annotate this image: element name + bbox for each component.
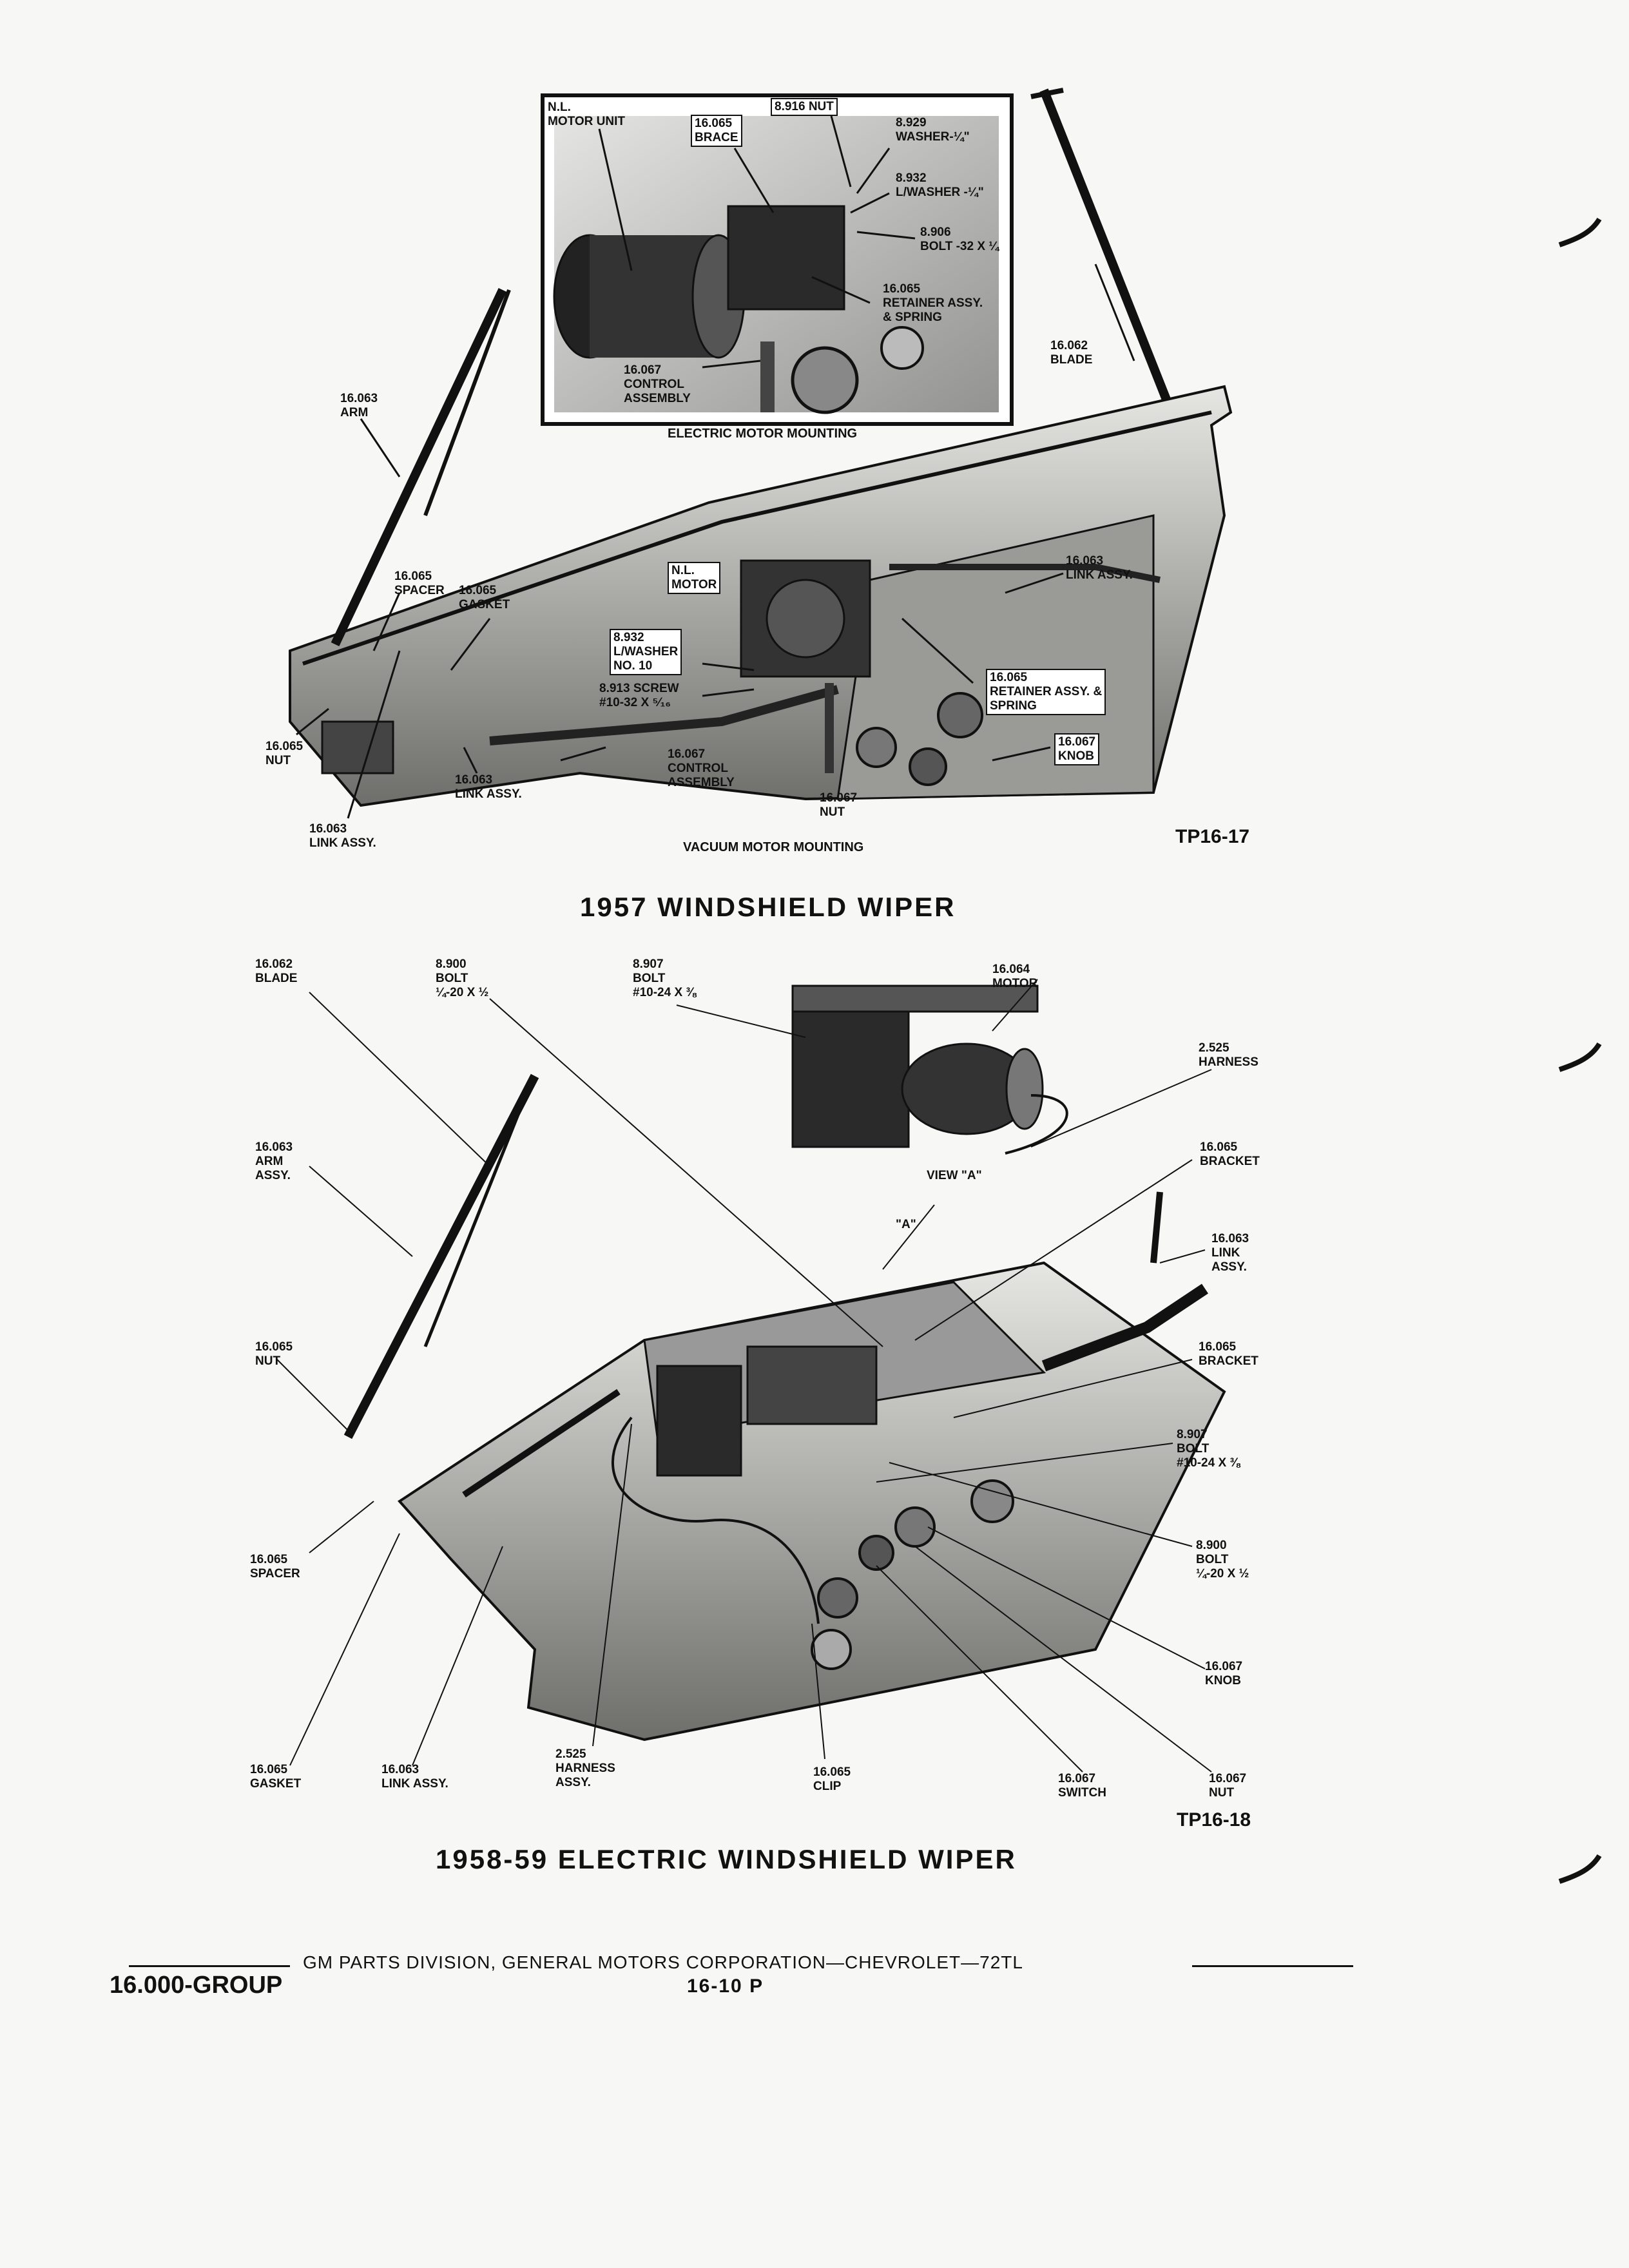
- punch-mark: [1558, 217, 1602, 247]
- callout-1957-inset-2: 8.916 NUT: [771, 98, 838, 116]
- punch-mark: [1558, 1042, 1602, 1072]
- footer-division-line: GM PARTS DIVISION, GENERAL MOTORS CORPOR…: [303, 1952, 1023, 1972]
- view-a-caption: VIEW "A": [927, 1169, 982, 1182]
- title-1957: 1957 WINDSHIELD WIPER: [580, 892, 956, 922]
- main-caption: VACUUM MOTOR MOUNTING: [683, 840, 864, 854]
- callout-1957-inset-0: N.L.MOTOR UNIT: [548, 101, 625, 128]
- footer-rule-left: [129, 1965, 290, 1967]
- footer-rule-right: [1192, 1965, 1353, 1967]
- footer-page-number: 16-10 P: [687, 1975, 764, 1997]
- inset-electric-motor-mounting: [541, 93, 1014, 426]
- figure-code-1957: TP16-17: [1175, 826, 1250, 847]
- figure-code-1958: TP16-18: [1177, 1809, 1251, 1831]
- title-1958: 1958-59 ELECTRIC WINDSHIELD WIPER: [436, 1844, 1017, 1874]
- callout-1957-3: N.L.MOTOR: [668, 562, 721, 594]
- inset-caption: ELECTRIC MOTOR MOUNTING: [668, 427, 858, 441]
- punch-mark: [1558, 1854, 1602, 1884]
- diagram-1958-illustration: [276, 979, 1226, 1773]
- view-a-marker: "A": [896, 1218, 916, 1231]
- footer-group-label: 16.000-GROUP: [110, 1972, 283, 1999]
- callout-1957-7: 8.913 SCREW#10-32 x ⁵⁄₁₆: [599, 682, 679, 709]
